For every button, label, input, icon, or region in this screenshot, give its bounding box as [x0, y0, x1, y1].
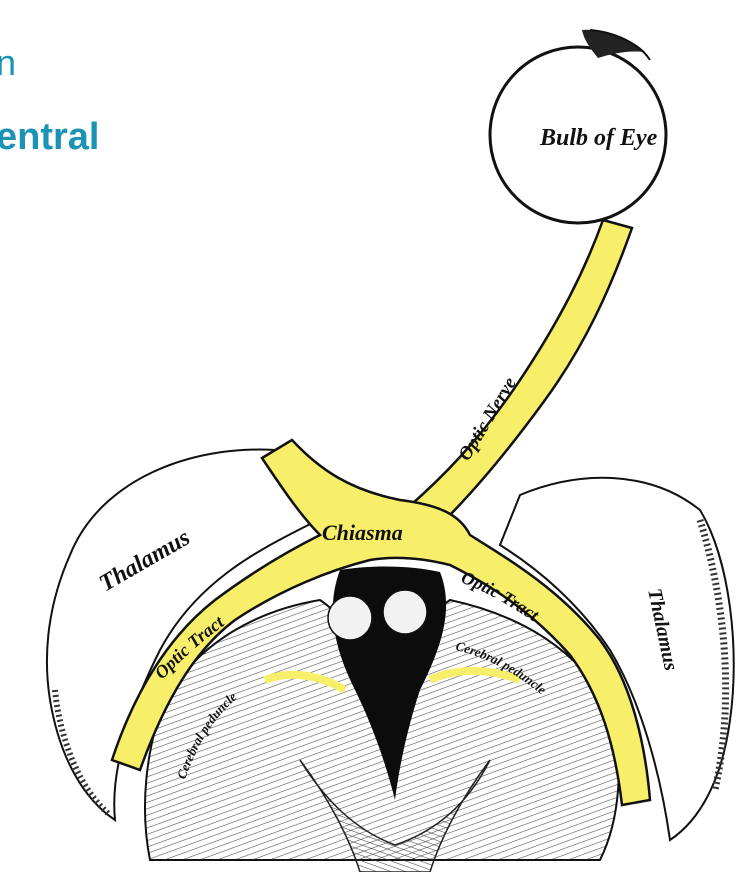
- label-chiasma: Chiasma: [322, 520, 403, 545]
- optic-nerve-shape: [405, 220, 632, 520]
- label-bulb-of-eye: Bulb of Eye: [539, 125, 658, 151]
